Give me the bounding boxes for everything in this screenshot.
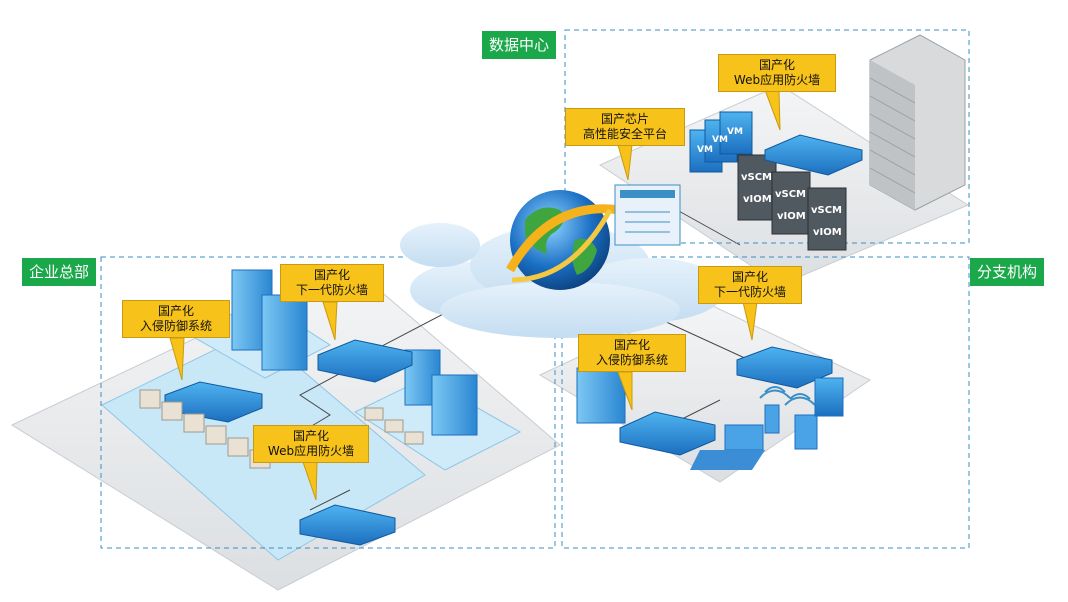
callout-line: 下一代防火墙 xyxy=(295,283,368,297)
region-label-data-center: 数据中心 xyxy=(482,31,557,59)
hq-buildings-icon xyxy=(231,269,478,436)
viom-label: vIOM xyxy=(743,194,772,205)
vscm-label: vSCM xyxy=(775,189,806,200)
branch-border xyxy=(561,256,970,549)
callout-line: 国产化 xyxy=(157,304,194,318)
dc-chip-platform-icon xyxy=(614,184,681,246)
callout-line: 下一代防火墙 xyxy=(713,285,786,299)
callout-hq-ngfw: 国产化 下一代防火墙 xyxy=(280,264,384,302)
callout-line: Web应用防火墙 xyxy=(733,73,821,87)
viom-label: vIOM xyxy=(777,211,806,222)
dc-server-rack-icon xyxy=(869,34,966,211)
hq-workstations-icon xyxy=(139,389,424,469)
branch-endpoints-icon xyxy=(690,377,844,470)
hq-ngfw-appliance-icon xyxy=(317,339,413,383)
branch-ngfw-appliance-icon xyxy=(736,346,833,389)
callout-line: 国产化 xyxy=(613,338,650,352)
viom-label: vIOM xyxy=(813,227,842,238)
dc-waf-appliance-icon xyxy=(764,134,863,176)
vscm-label: vSCM xyxy=(741,172,772,183)
hq-waf-appliance-icon xyxy=(299,504,396,546)
vm-label: VM xyxy=(727,127,743,137)
callout-dc-chip-platform: 国产芯片 高性能安全平台 xyxy=(565,108,685,146)
callout-line: 国产化 xyxy=(313,268,350,282)
vm-label: VM xyxy=(697,145,713,155)
callout-line: 入侵防御系统 xyxy=(595,353,668,367)
globe-icon xyxy=(506,190,621,290)
callout-dc-waf: 国产化 Web应用防火墙 xyxy=(718,54,836,92)
callout-pointers xyxy=(169,89,781,501)
callout-line: 高性能安全平台 xyxy=(582,127,667,141)
dc-vscm-blades-icon: vSCM vIOM vSCM vIOM vSCM vIOM xyxy=(737,154,847,251)
callout-line: Web应用防火墙 xyxy=(267,444,355,458)
region-label-branch: 分支机构 xyxy=(970,258,1045,286)
vscm-label: vSCM xyxy=(811,205,842,216)
branch-building-icon xyxy=(576,367,626,424)
callout-line: 国产化 xyxy=(292,429,329,443)
callout-line: 国产化 xyxy=(731,270,768,284)
region-label-hq: 企业总部 xyxy=(22,258,97,286)
callout-line: 国产化 xyxy=(758,58,795,72)
callout-branch-ips: 国产化 入侵防御系统 xyxy=(578,334,686,372)
vm-label: VM xyxy=(712,135,728,145)
dc-vm-servers-icon: VM VM VM xyxy=(689,111,753,173)
callout-line: 入侵防御系统 xyxy=(139,319,212,333)
callout-line: 国产芯片 xyxy=(600,112,649,126)
callout-branch-ngfw: 国产化 下一代防火墙 xyxy=(698,266,802,304)
callout-hq-ips: 国产化 入侵防御系统 xyxy=(122,300,230,338)
hq-border xyxy=(100,256,556,549)
callout-hq-waf: 国产化 Web应用防火墙 xyxy=(253,425,369,463)
branch-ips-appliance-icon xyxy=(619,411,716,456)
